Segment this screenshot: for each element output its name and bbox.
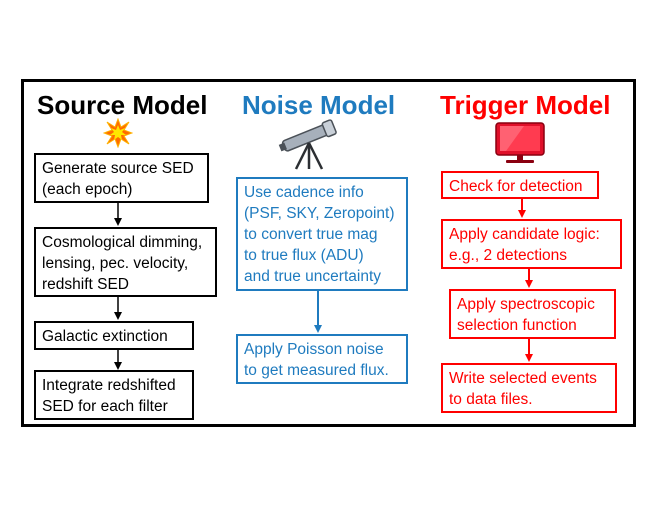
box-line: to convert true mag — [244, 226, 378, 243]
box-line: Apply Poisson noise — [244, 341, 384, 358]
source-box-integrate-sed: Integrate redshifted SED for each filter — [34, 370, 194, 420]
diagram-frame — [21, 79, 636, 427]
box-line: (PSF, SKY, Zeropoint) — [244, 205, 395, 222]
trigger-box-check-detection: Check for detection — [441, 171, 599, 199]
source-box-cosmological-dimming: Cosmological dimming, lensing, pec. velo… — [34, 227, 217, 297]
trigger-box-spectroscopic-selection: Apply spectroscopic selection function — [449, 289, 616, 339]
box-line: Write selected events — [449, 370, 597, 387]
box-line: Check for detection — [449, 178, 583, 195]
explosion-icon — [103, 118, 133, 148]
box-line: (each epoch) — [42, 181, 133, 198]
telescope-icon — [278, 119, 337, 170]
box-line: Integrate redshifted — [42, 377, 176, 394]
monitor-icon — [495, 122, 545, 163]
box-line: selection function — [457, 317, 577, 334]
trigger-box-candidate-logic: Apply candidate logic: e.g., 2 detection… — [441, 219, 622, 269]
noise-model-title: Noise Model — [242, 90, 396, 120]
source-model-title: Source Model — [37, 90, 208, 120]
box-line: Cosmological dimming, — [42, 234, 203, 251]
source-box-generate-sed: Generate source SED (each epoch) — [34, 153, 209, 203]
box-line: Apply candidate logic: — [449, 226, 600, 243]
box-line: Use cadence info — [244, 184, 364, 201]
trigger-box-write-events: Write selected events to data files. — [441, 363, 617, 413]
box-line: Generate source SED — [42, 160, 194, 177]
trigger-model-title: Trigger Model — [440, 90, 611, 120]
box-line: lensing, pec. velocity, — [42, 255, 189, 272]
box-line: Apply spectroscopic — [457, 296, 595, 313]
box-line: SED for each filter — [42, 398, 168, 415]
box-line: redshift SED — [42, 276, 130, 293]
box-line: to data files. — [449, 391, 533, 408]
source-box-galactic-extinction: Galactic extinction — [34, 321, 194, 350]
noise-box-poisson-noise: Apply Poisson noise to get measured flux… — [236, 334, 408, 384]
box-line: to true flux (ADU) — [244, 247, 364, 264]
box-line: Galactic extinction — [42, 328, 168, 345]
noise-box-cadence-info: Use cadence info (PSF, SKY, Zeropoint) t… — [236, 177, 408, 291]
box-line: to get measured flux. — [244, 362, 389, 379]
box-line: and true uncertainty — [244, 268, 382, 285]
box-line: e.g., 2 detections — [449, 247, 568, 264]
